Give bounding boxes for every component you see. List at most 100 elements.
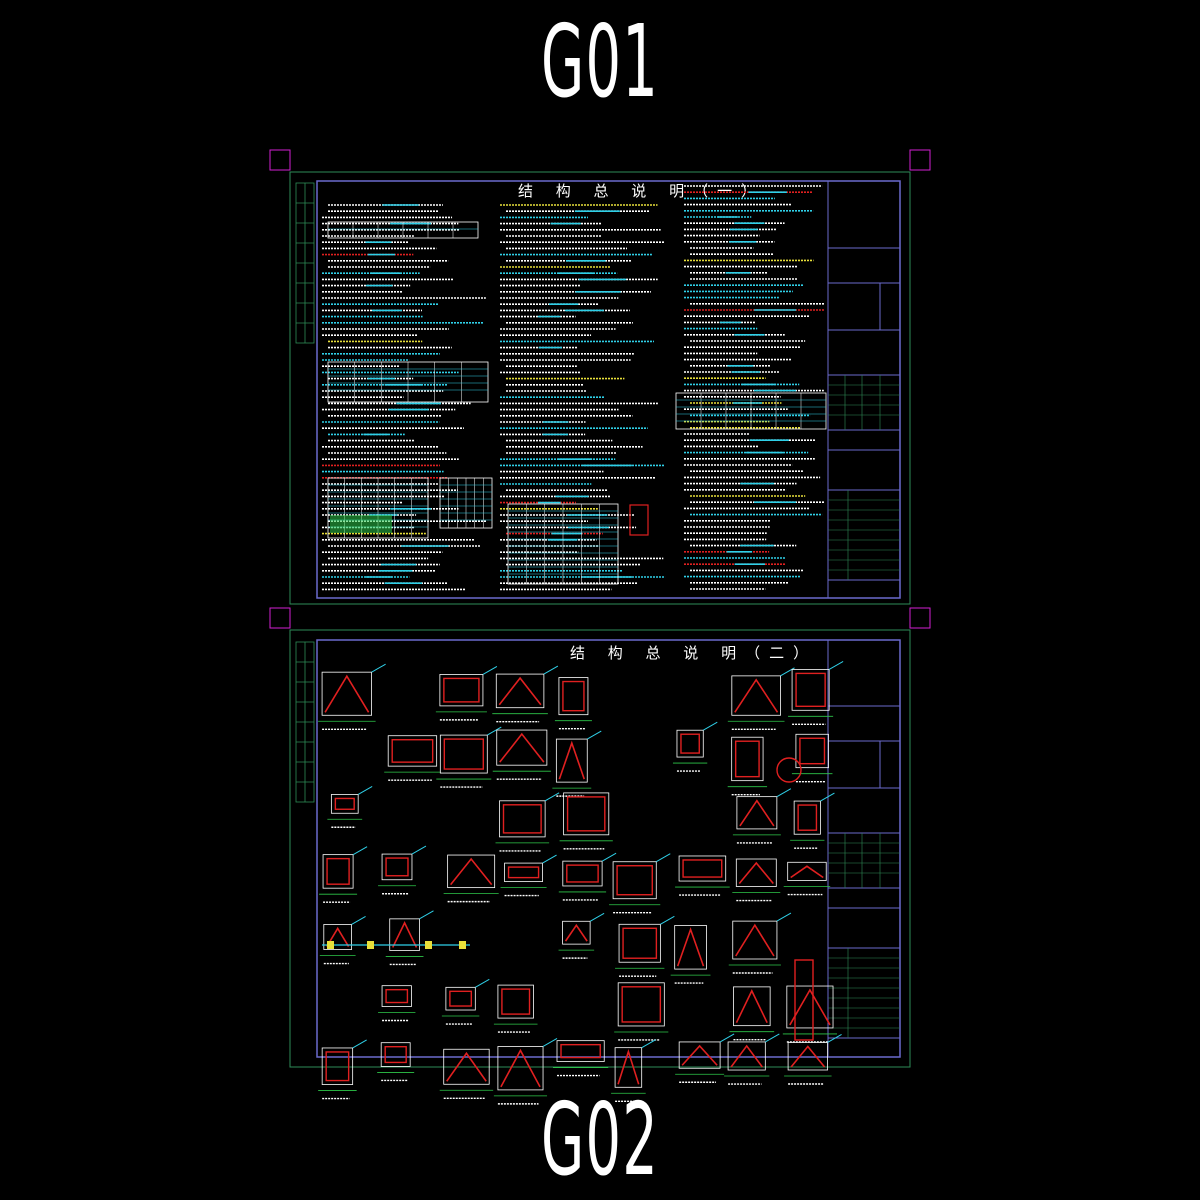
column-mark	[327, 941, 334, 949]
grip-marker-icon[interactable]	[909, 607, 931, 629]
detail-outline	[496, 729, 548, 766]
leader-line	[660, 915, 675, 925]
detail-outline	[787, 1042, 828, 1071]
outer-frame	[289, 171, 911, 605]
leader-line	[765, 1033, 780, 1043]
detail-outline	[563, 792, 610, 836]
detail-outline	[562, 920, 591, 945]
sheet-label-g01: G01	[541, 3, 659, 120]
notes-text-block	[322, 185, 827, 591]
grip-marker-icon[interactable]	[909, 149, 931, 171]
note-detail	[629, 504, 649, 536]
rebar-line	[797, 804, 818, 831]
rebar-line	[450, 857, 493, 886]
leader-line	[656, 853, 671, 863]
detail-outline	[731, 736, 764, 782]
column-mark	[425, 941, 432, 949]
detail-outline	[731, 675, 781, 716]
rebar-line	[790, 1045, 826, 1068]
outer-frame	[289, 629, 911, 1068]
detail-outline	[323, 924, 352, 950]
rebar-line	[622, 927, 658, 959]
sheet-g01[interactable]: 结 构 总 说 明（一）	[269, 149, 931, 629]
detail-outline	[617, 982, 665, 1027]
column-mark	[459, 941, 466, 949]
rebar-line	[391, 739, 434, 763]
rebar-line	[499, 732, 545, 763]
title-block-grid	[828, 375, 900, 580]
rebar-line	[730, 1044, 763, 1068]
detail-outline	[618, 923, 661, 963]
rebar-line	[326, 857, 350, 885]
sheet-label-g02: G02	[541, 1081, 659, 1198]
detail-outline	[322, 854, 354, 889]
rebar-line	[738, 861, 774, 885]
rebar-line	[734, 740, 760, 778]
rebar-line	[681, 1044, 718, 1066]
rebar-line	[507, 866, 540, 879]
detail-outline	[439, 734, 488, 774]
detail-outline	[678, 855, 727, 882]
leader-line	[352, 846, 368, 856]
detail-outline	[381, 853, 413, 881]
rebar-line	[449, 990, 473, 1007]
detail-outline	[795, 733, 829, 769]
leader-line	[351, 916, 366, 925]
rebar-line	[443, 677, 480, 703]
detail-outline	[556, 1040, 605, 1062]
detail-outline	[735, 858, 777, 887]
rebar-line	[616, 865, 653, 896]
detail-outline	[389, 918, 420, 951]
rebar-line	[680, 733, 700, 754]
detail-outline	[676, 729, 704, 758]
title-block	[827, 181, 900, 598]
rebar-line	[392, 921, 418, 948]
rebar-line	[795, 672, 826, 708]
detail-outline	[791, 668, 830, 711]
rebar-line	[621, 986, 662, 1023]
rebar-line	[500, 1048, 541, 1088]
leader-line	[487, 726, 502, 736]
title-block-grid	[828, 833, 900, 1038]
rebar-line	[676, 927, 705, 967]
leader-line	[475, 978, 490, 988]
grip-marker-icon[interactable]	[269, 607, 291, 629]
detail-outline	[443, 1048, 490, 1085]
grip-marker-icon[interactable]	[269, 149, 291, 171]
rebar-line	[558, 740, 586, 780]
rebar-line	[443, 738, 484, 770]
leader-line	[482, 666, 498, 675]
leader-line	[543, 665, 559, 675]
sheet-g02[interactable]: 结 构 总 说 明（二）	[289, 629, 911, 1105]
leader-line	[641, 1039, 656, 1049]
rebar-line	[560, 1043, 601, 1059]
detail-outline	[787, 861, 827, 881]
rebar-line	[735, 989, 768, 1024]
rebar-line	[385, 857, 409, 877]
detail-outline	[732, 920, 778, 960]
leader-line	[357, 786, 373, 795]
inner-frame	[316, 180, 901, 599]
detail-outline	[380, 1042, 411, 1067]
rebar-line	[498, 676, 542, 706]
rebar-line	[617, 1049, 640, 1085]
detail-outline	[504, 862, 543, 883]
leader-line	[776, 912, 792, 922]
leader-line	[776, 788, 792, 798]
sheet-title: 结 构 总 说 明（二）	[570, 644, 817, 662]
rebar-line	[501, 988, 531, 1015]
detail-drawings	[318, 660, 844, 1105]
rebar-line	[326, 926, 350, 947]
inner-frame	[316, 639, 901, 1058]
detail-outline	[499, 800, 546, 838]
detail-outline	[558, 677, 589, 716]
detail-outline	[387, 735, 438, 767]
detail-outline	[786, 985, 834, 1029]
detail-outline	[793, 800, 821, 835]
detail-outline	[439, 674, 484, 707]
leader-line	[542, 1038, 558, 1047]
rebar-line	[446, 1051, 487, 1082]
detail-outline	[612, 861, 657, 900]
detail-outline	[495, 673, 545, 709]
